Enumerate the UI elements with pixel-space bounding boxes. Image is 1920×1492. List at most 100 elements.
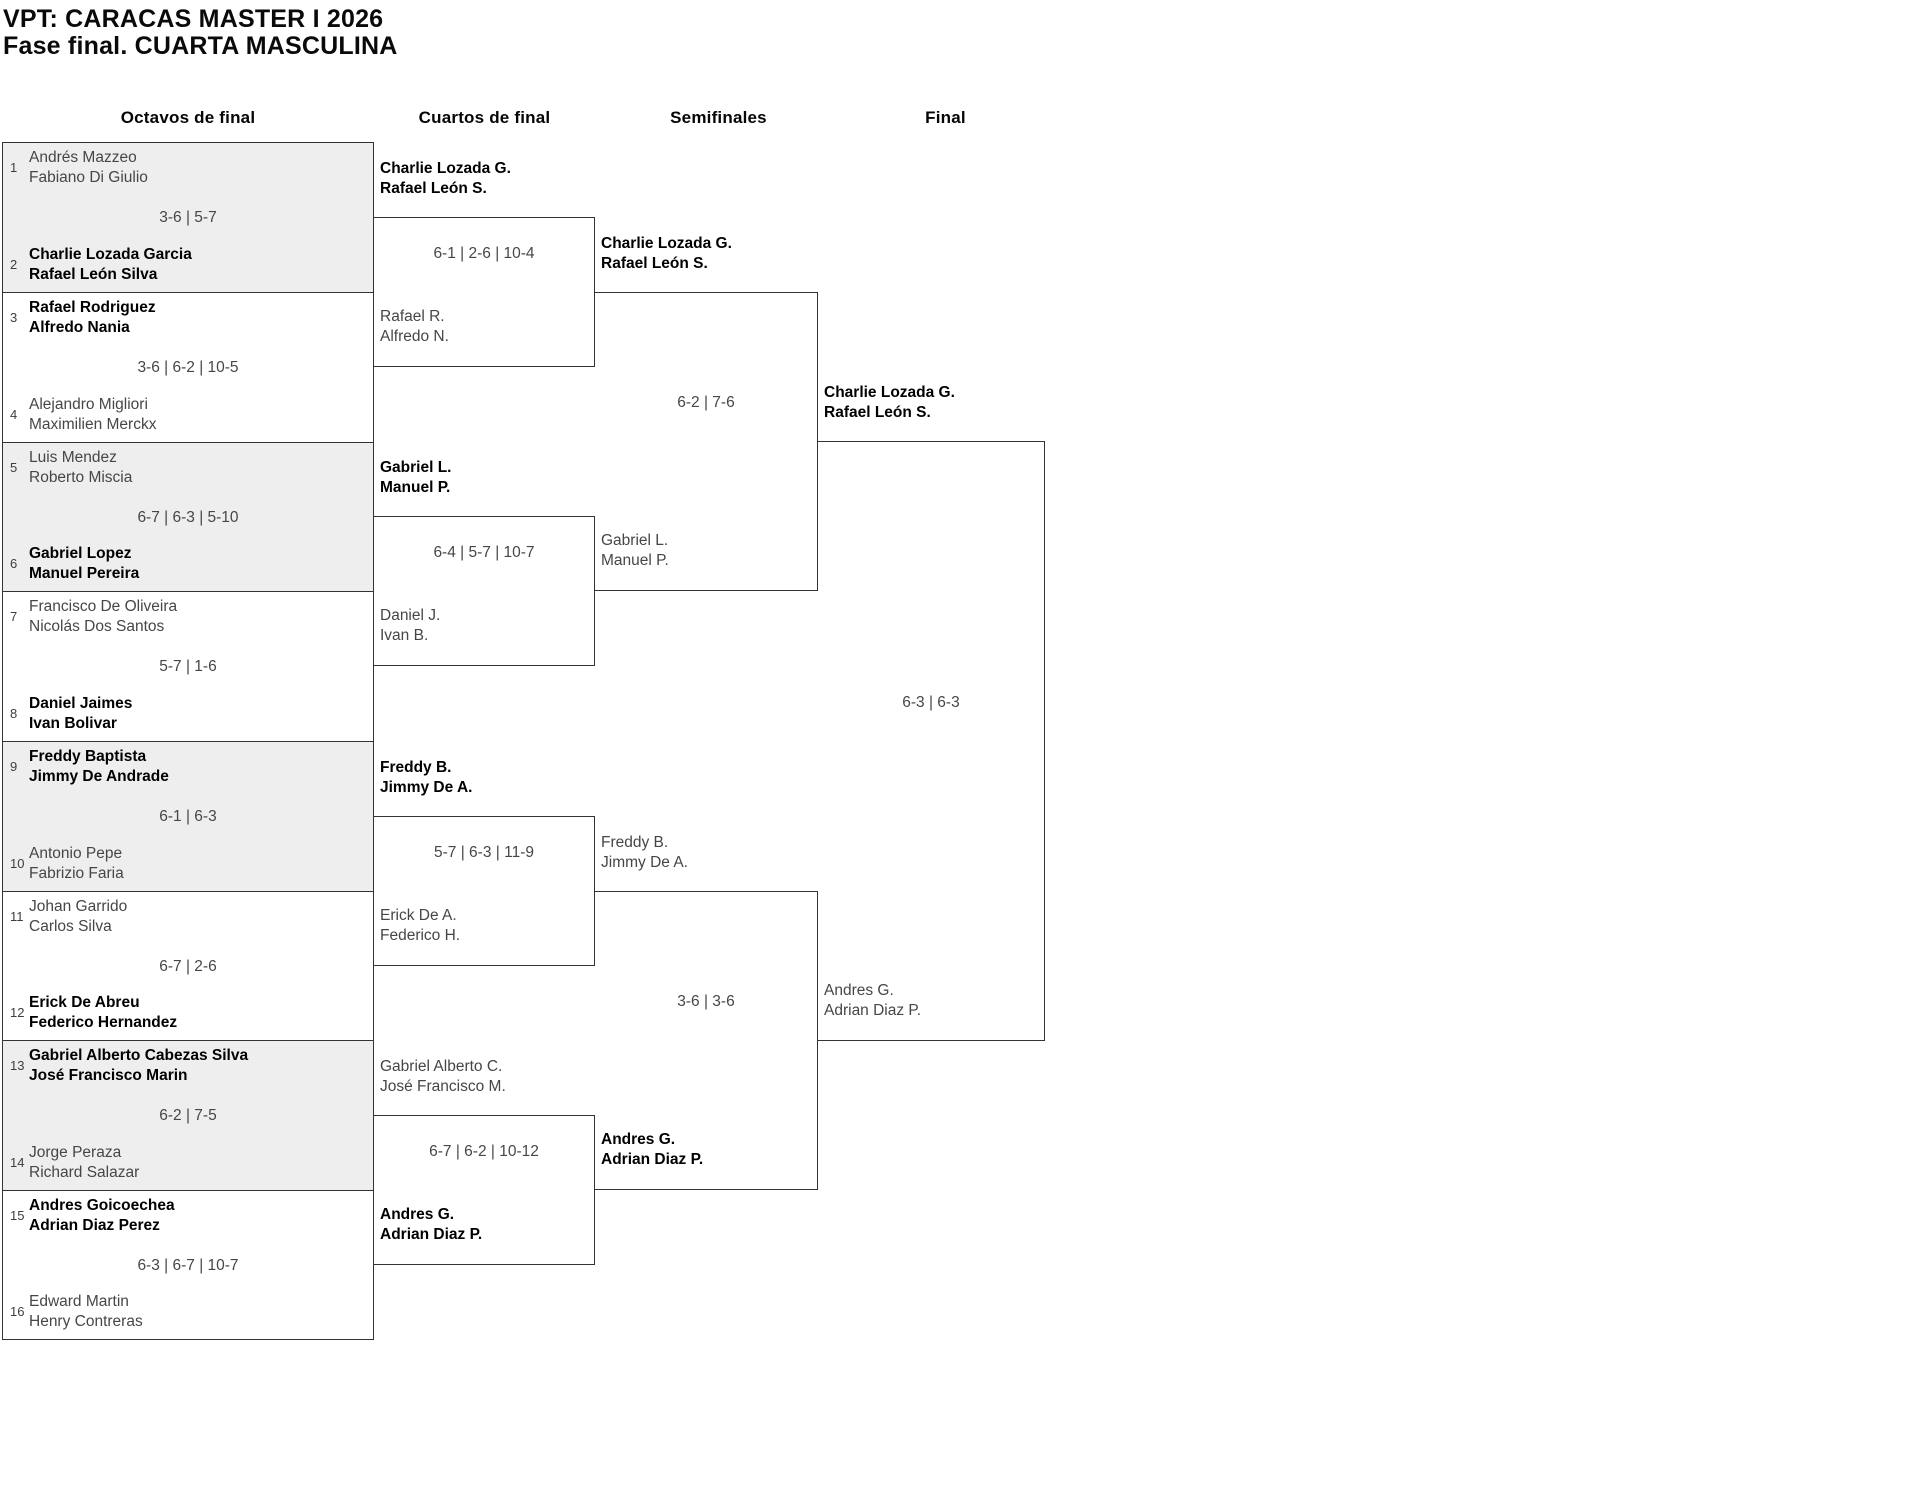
player-name: Maximilien Merckx: [29, 415, 157, 433]
seed-number: 15: [10, 1208, 25, 1223]
r16-match-7: 13 Gabriel Alberto Cabezas Silva José Fr…: [3, 1041, 373, 1191]
team-pair: Jorge Peraza Richard Salazar: [29, 1143, 139, 1182]
seed-number: 9: [10, 759, 18, 774]
player-name: Rafael Rodriguez: [29, 299, 156, 316]
seed-number: 4: [10, 407, 18, 422]
player-name: Andres G.: [380, 1206, 455, 1223]
player-name: Daniel J.: [380, 607, 441, 624]
team-pair: Erick De A. Federico H.: [380, 906, 460, 945]
seed-number: 7: [10, 609, 18, 624]
player-name: Johan Garrido: [29, 898, 128, 915]
team-pair: Andres G. Adrian Diaz P.: [380, 1205, 482, 1244]
round-header-octavos: Octavos de final: [120, 108, 256, 127]
team-pair: Francisco De Oliveira Nicolás Dos Santos: [29, 597, 177, 636]
team-pair: Gabriel Alberto C. José Francisco M.: [380, 1057, 506, 1096]
player-name: Erick De Abreu: [29, 994, 140, 1011]
seed-number: 3: [10, 310, 18, 325]
team-pair: Johan Garrido Carlos Silva: [29, 897, 127, 936]
quarterfinal-match-4: Gabriel Alberto C. José Francisco M. 6-7…: [374, 1058, 595, 1265]
r16-match-6: 11 Johan Garrido Carlos Silva 6-7 | 2-6 …: [3, 892, 373, 1041]
team-pair: Freddy B. Jimmy De A.: [601, 833, 688, 872]
player-name: Henry Contreras: [29, 1312, 143, 1330]
player-name: Ivan Bolivar: [29, 714, 117, 732]
seed-number: 13: [10, 1058, 25, 1073]
team-pair: Charlie Lozada G. Rafael León S.: [601, 234, 732, 273]
player-name: Roberto Miscia: [29, 468, 133, 486]
player-name: Andres Goicoechea: [29, 1197, 175, 1214]
seed-number: 10: [10, 856, 25, 871]
player-name: Rafael León Silva: [29, 265, 158, 283]
player-name: Andres G.: [824, 982, 894, 999]
round-header-final: Final: [925, 108, 966, 127]
team-pair: Rafael R. Alfredo N.: [380, 307, 449, 346]
team-pair: Gabriel Alberto Cabezas Silva José Franc…: [29, 1046, 248, 1085]
match-score: 6-7 | 6-2 | 10-12: [429, 1143, 539, 1160]
player-name: Edward Martin: [29, 1293, 129, 1310]
seed-number: 14: [10, 1155, 25, 1170]
player-name: Rafael León S.: [380, 179, 487, 197]
tournament-title-line2: Fase final. CUARTA MASCULINA: [3, 32, 398, 60]
team-pair: Andres G. Adrian Diaz P.: [824, 981, 921, 1020]
player-name: Rafael R.: [380, 308, 445, 325]
player-name: Alejandro Migliori: [29, 396, 148, 413]
match-score: 6-4 | 5-7 | 10-7: [433, 544, 535, 561]
player-name: Gabriel L.: [601, 532, 669, 549]
match-score: 3-6 | 6-2 | 10-5: [137, 359, 239, 376]
player-name: Richard Salazar: [29, 1163, 140, 1181]
player-name: Adrian Diaz P.: [380, 1225, 483, 1243]
player-name: Charlie Lozada G.: [380, 160, 511, 177]
player-name: Daniel Jaimes: [29, 695, 133, 712]
player-name: Federico Hernandez: [29, 1013, 178, 1031]
semifinal-match-1: Charlie Lozada G. Rafael León S. 6-2 | 7…: [595, 235, 818, 591]
player-name: Adrian Diaz P.: [824, 1001, 922, 1019]
match-score: 6-7 | 2-6: [159, 958, 217, 975]
team-pair: Freddy B. Jimmy De A.: [380, 758, 472, 797]
team-pair: Andres G. Adrian Diaz P.: [601, 1130, 703, 1169]
seed-number: 16: [10, 1304, 25, 1319]
r16-match-2: 3 Rafael Rodriguez Alfredo Nania 3-6 | 6…: [3, 293, 373, 443]
player-name: Manuel P.: [380, 478, 451, 496]
player-name: Erick De A.: [380, 907, 457, 924]
seed-number: 6: [10, 556, 18, 571]
player-name: Luis Mendez: [29, 449, 117, 466]
player-name: Ivan B.: [380, 626, 429, 644]
match-score: 3-6 | 5-7: [159, 209, 217, 226]
player-name: Carlos Silva: [29, 917, 112, 935]
player-name: Antonio Pepe: [29, 845, 123, 862]
match-score: 6-1 | 6-3: [159, 808, 217, 825]
player-name: Charlie Lozada G.: [601, 235, 732, 252]
player-name: Andres G.: [601, 1131, 676, 1148]
seed-number: 8: [10, 706, 18, 721]
player-name: Rafael León S.: [601, 254, 708, 272]
player-name: Alfredo N.: [380, 327, 449, 345]
player-name: José Francisco M.: [380, 1077, 506, 1095]
player-name: Adrian Diaz Perez: [29, 1216, 160, 1234]
team-pair: Andres Goicoechea Adrian Diaz Perez: [29, 1196, 175, 1235]
team-pair: Charlie Lozada G. Rafael León S.: [380, 159, 511, 198]
team-pair: Andrés Mazzeo Fabiano Di Giulio: [29, 148, 148, 187]
final-match: Charlie Lozada G. Rafael León S. 6-3 | 6…: [818, 384, 1045, 1041]
player-name: Jimmy De Andrade: [29, 767, 169, 785]
round-header-semifinales: Semifinales: [670, 108, 767, 127]
player-name: Manuel P.: [601, 551, 669, 569]
player-name: Rafael León S.: [824, 403, 931, 421]
player-name: Charlie Lozada Garcia: [29, 246, 192, 263]
player-name: Fabiano Di Giulio: [29, 168, 148, 186]
team-pair: Daniel J. Ivan B.: [380, 606, 440, 645]
r16-match-1: 1 Andrés Mazzeo Fabiano Di Giulio 3-6 | …: [3, 143, 373, 293]
player-name: Alfredo Nania: [29, 318, 130, 336]
round-header-cuartos: Cuartos de final: [418, 108, 551, 127]
team-pair: Freddy Baptista Jimmy De Andrade: [29, 747, 169, 786]
seed-number: 2: [10, 257, 18, 272]
tournament-title-line1: VPT: CARACAS MASTER I 2026: [3, 5, 384, 33]
player-name: Charlie Lozada G.: [824, 384, 955, 401]
seed-number: 12: [10, 1005, 25, 1020]
seed-number: 1: [10, 160, 18, 175]
seed-number: 5: [10, 460, 18, 475]
team-pair: Gabriel L. Manuel P.: [601, 531, 669, 570]
player-name: Jimmy De A.: [601, 853, 688, 871]
r16-match-5: 9 Freddy Baptista Jimmy De Andrade 6-1 |…: [3, 742, 373, 892]
player-name: Gabriel Alberto Cabezas Silva: [29, 1047, 249, 1064]
team-pair: Luis Mendez Roberto Miscia: [29, 448, 132, 487]
